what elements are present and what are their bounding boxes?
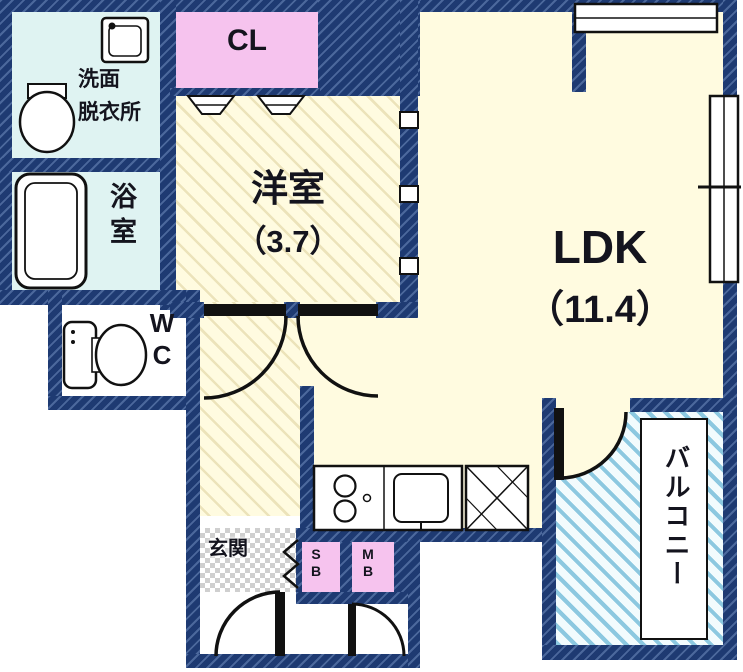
meterbox-floor — [352, 542, 394, 592]
wall-western-south-a — [170, 302, 204, 318]
closet-label: CL — [176, 24, 318, 58]
balcony-label-text: バルコニー — [661, 444, 691, 589]
entrance-label-text: 玄関 — [208, 538, 248, 560]
entrance-tile-floor — [200, 528, 296, 592]
wall-left — [0, 0, 12, 305]
room-ldk-floor — [418, 12, 723, 398]
wall-entrance-bottom — [186, 654, 420, 668]
wall-shoebox-left — [296, 542, 302, 592]
bath-label-text: 浴室 — [106, 182, 136, 252]
balcony-door-opening — [556, 398, 630, 412]
wall-ldk-bottom — [296, 528, 556, 542]
western-room-size: （3.7） — [235, 224, 341, 259]
entrance-step — [200, 516, 300, 528]
wall-ldk-balcony — [630, 398, 737, 412]
bath-label: 浴室 — [102, 182, 141, 252]
wall-meterbox-right — [394, 542, 408, 592]
wall-western-ldk — [400, 0, 418, 318]
meterbox-label: MB — [360, 546, 376, 580]
wall-washroom-bath-divider — [0, 158, 176, 172]
wc-label-text: WC — [147, 308, 177, 372]
closet-label-text: CL — [227, 24, 267, 57]
washroom-label-line1: 洗面 — [78, 68, 120, 91]
room-closet-floor — [176, 12, 318, 88]
wall-balcony-bottom — [542, 645, 737, 660]
ldk-size: （11.4） — [526, 289, 674, 331]
wc-label: WC — [146, 308, 177, 372]
meterbox-label-text: MB — [360, 546, 376, 580]
wall-shoebox-meterbox — [340, 542, 352, 592]
washroom-label-line2: 脱衣所 — [78, 100, 141, 124]
washroom-label: 洗面 脱衣所 — [78, 64, 141, 129]
wall-window-return-stub — [572, 12, 586, 92]
balcony-label: バルコニー — [658, 444, 695, 589]
shoebox-label: SB — [308, 546, 324, 580]
shoebox-label-text: SB — [308, 546, 324, 580]
wall-wc-left — [48, 290, 62, 410]
western-room-name: 洋室 — [251, 168, 325, 209]
wall-wc-bottom — [48, 396, 200, 410]
wall-hallway-ldk — [300, 386, 314, 542]
wall-closet-bottom — [170, 88, 320, 96]
wall-hallway-left — [186, 290, 200, 668]
wall-western-south-b — [284, 302, 300, 318]
western-room-label: 洋室 （3.7） — [176, 158, 400, 261]
wall-western-south-c — [376, 302, 418, 318]
wall-washroom-right — [160, 0, 176, 310]
hallway-floor — [200, 302, 300, 528]
balcony-label-strip — [640, 418, 708, 640]
entrance-label: 玄関 — [208, 532, 248, 561]
shoebox-floor — [302, 542, 340, 592]
wall-balcony-left — [542, 398, 556, 660]
ldk-name: LDK — [552, 221, 648, 273]
room-western-floor — [176, 96, 400, 302]
ldk-label: LDK （11.4） — [450, 220, 743, 333]
wall-boxes-bottom — [296, 592, 408, 604]
wall-entrance-right — [408, 528, 420, 668]
